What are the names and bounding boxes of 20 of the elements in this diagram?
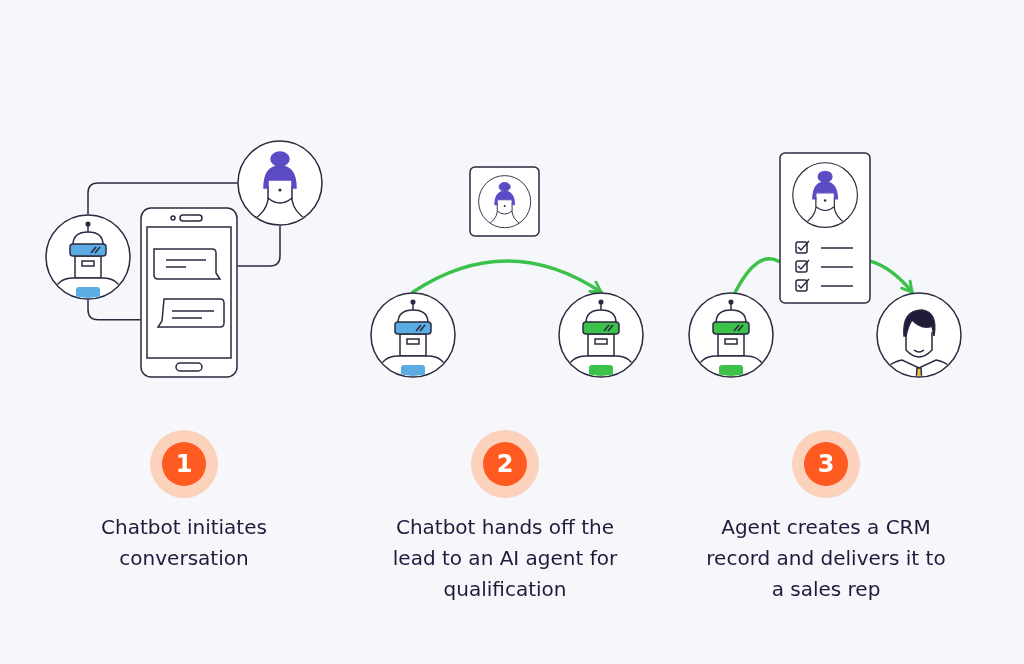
robot-avatar-drawing — [558, 292, 644, 378]
connector-line — [87, 182, 238, 215]
arrow — [411, 259, 603, 294]
robot-avatar-drawing — [688, 292, 774, 378]
sales-rep-avatar-drawing — [876, 292, 962, 378]
connector-line — [237, 225, 281, 267]
crm-record-card-drawing — [779, 152, 871, 304]
step-number-badge: 1 — [150, 430, 218, 498]
step-caption: Chatbot hands off the lead to an AI agent for qualification — [391, 514, 619, 603]
robot-avatar-drawing — [45, 214, 131, 300]
person-avatar-drawing — [237, 140, 323, 226]
step-number-badge: 3 — [792, 430, 860, 498]
robot-avatar-drawing — [370, 292, 456, 378]
step-number-badge: 2 — [471, 430, 539, 498]
connector-line — [87, 299, 141, 321]
profile-card-drawing — [469, 166, 540, 237]
step-caption: Agent creates a CRM record and delivers it to a sales rep — [705, 514, 947, 603]
smartphone-chat-drawing — [140, 207, 238, 378]
step-caption: Chatbot initiates conversation — [100, 514, 268, 572]
connector-line — [733, 257, 781, 294]
